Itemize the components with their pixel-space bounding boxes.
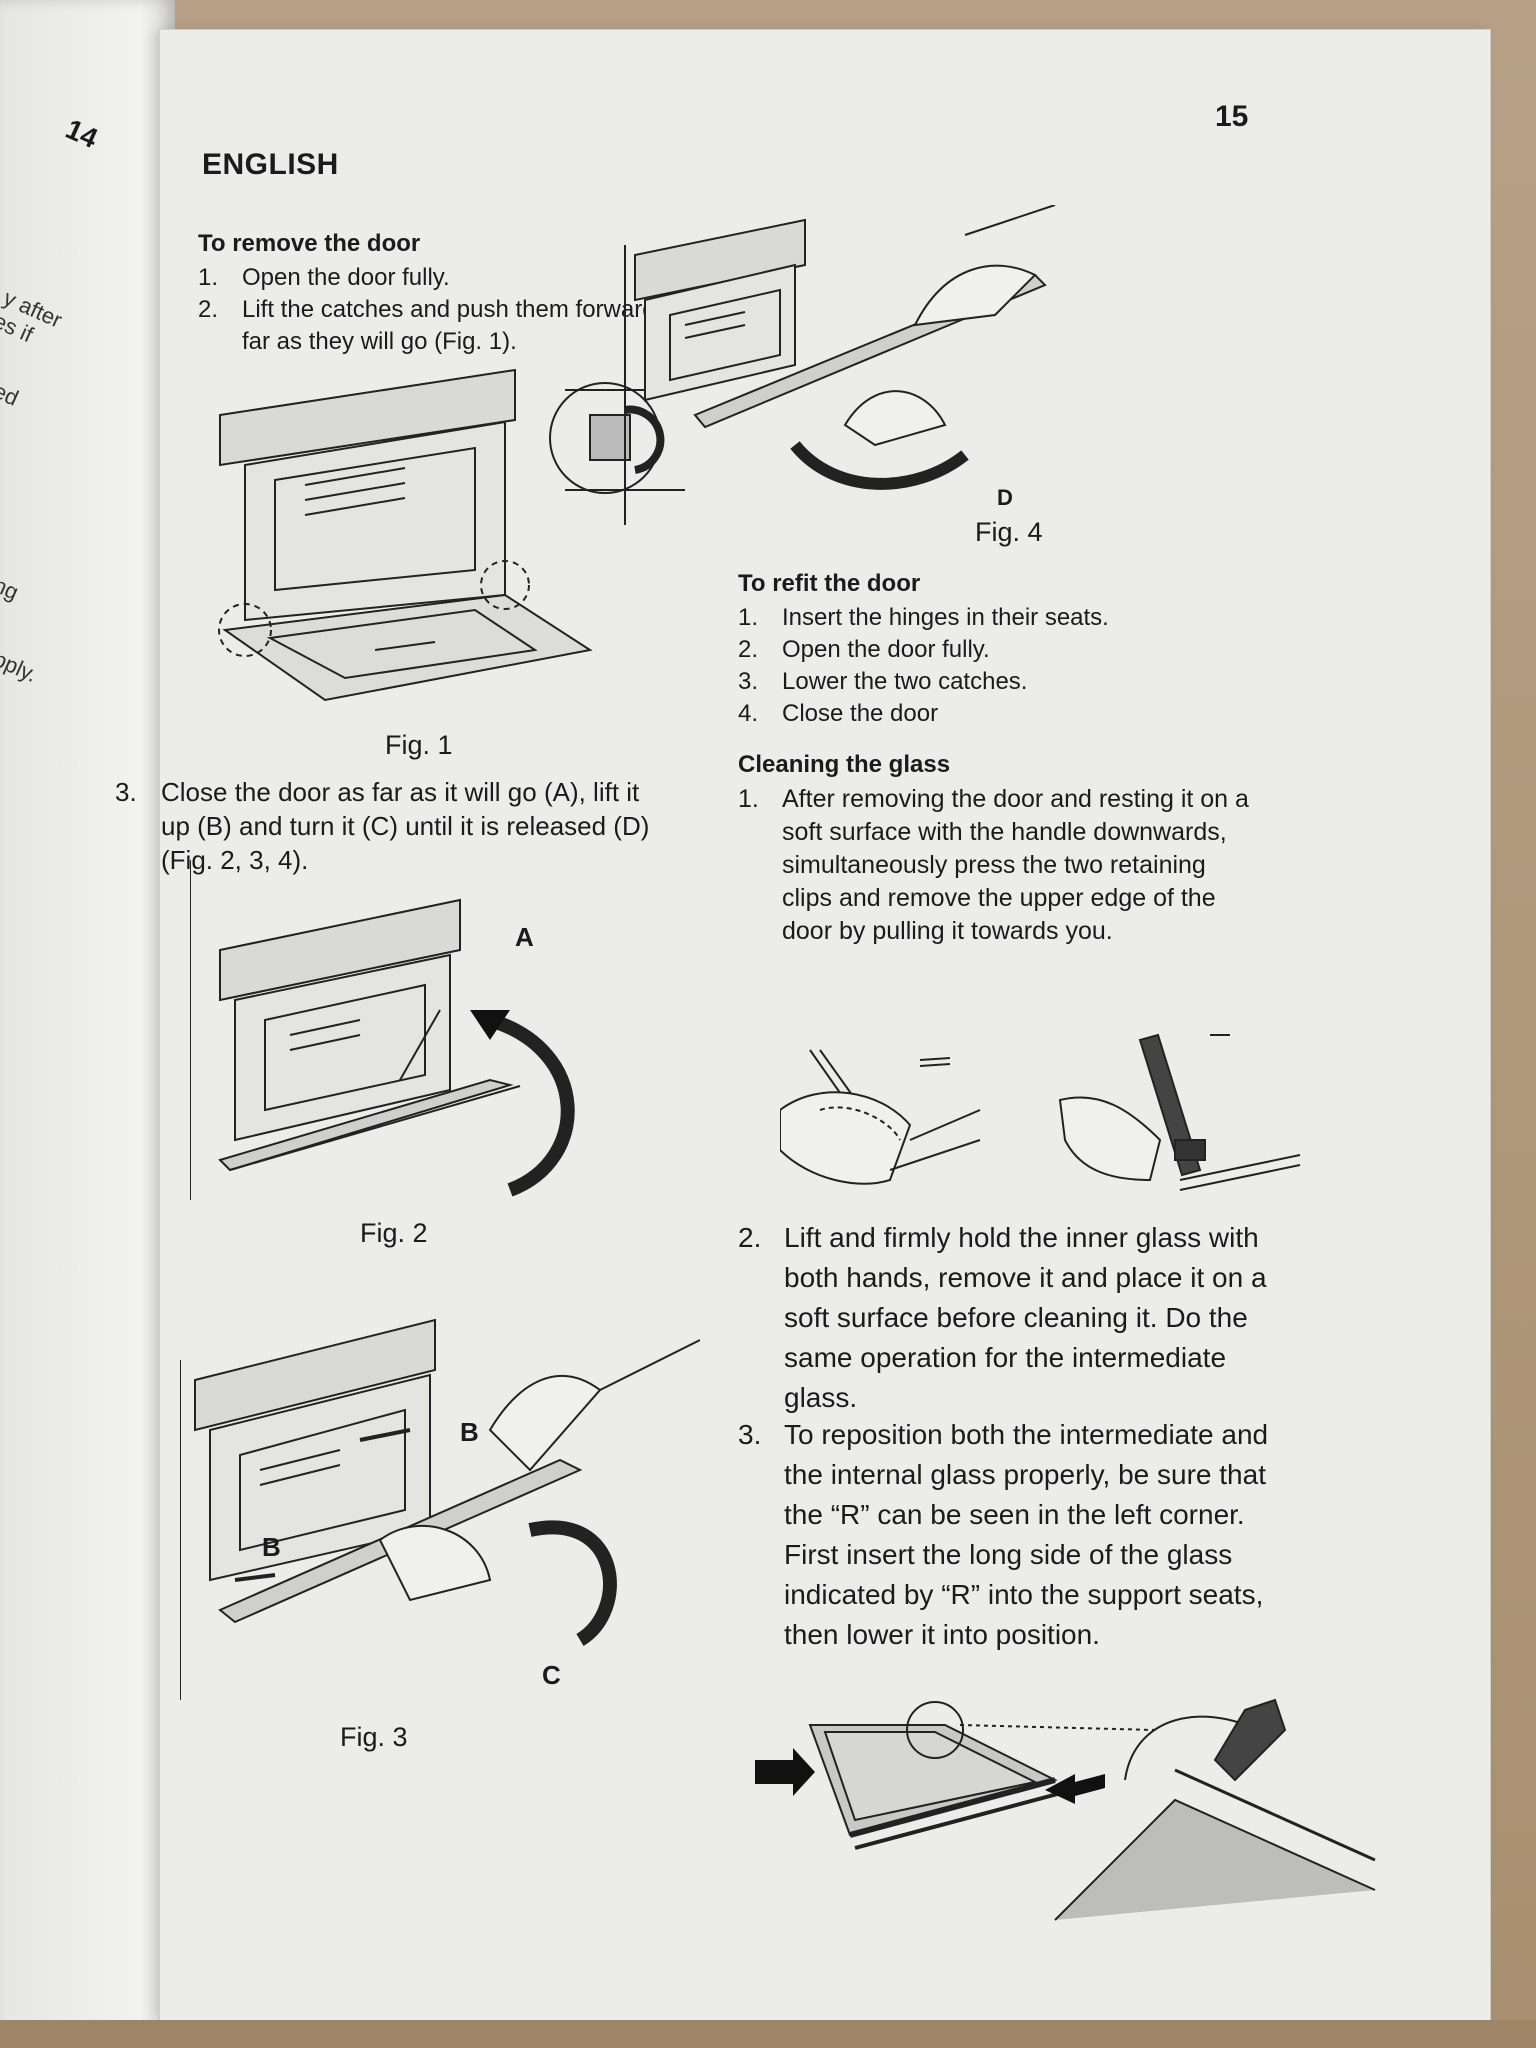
table-edge xyxy=(0,2020,1536,2048)
list-item: 1.After removing the door and resting it… xyxy=(738,785,1249,945)
left-fragment: pply. xyxy=(0,646,41,688)
cleaning-glass-title: Cleaning the glass xyxy=(738,751,951,778)
list-item: 2.Lift and firmly hold the inner glass w… xyxy=(738,1222,1267,1413)
left-page-number: 14 xyxy=(61,113,103,155)
page-number: 15 xyxy=(1215,100,1249,133)
remove-door-step-3: 3.Close the door as far as it will go (A… xyxy=(115,775,655,877)
manual-page: 15 ENGLISH To remove the door 1.Open the… xyxy=(115,30,1490,2020)
remove-door-section: To remove the door 1.Open the door fully… xyxy=(198,228,718,358)
fig2-caption: Fig. 2 xyxy=(360,1218,428,1248)
section-header: ENGLISH xyxy=(202,148,339,181)
refit-door-title: To refit the door xyxy=(738,570,921,597)
fig3-caption: Fig. 3 xyxy=(340,1722,408,1752)
list-item: 3.Close the door as far as it will go (A… xyxy=(115,777,650,875)
left-page: 14 y after es if ed ng pply. xyxy=(0,0,175,2048)
fig2-label-a: A xyxy=(515,922,534,952)
fig4-caption: Fig. 4 xyxy=(975,517,1043,547)
list-item: 1.Insert the hinges in their seats. xyxy=(738,604,1109,631)
fig1-caption: Fig. 1 xyxy=(385,730,453,760)
refit-door-section: To refit the door 1.Insert the hinges in… xyxy=(738,568,1298,730)
fig1-illustration xyxy=(205,360,685,730)
list-item: 3.Lower the two catches. xyxy=(738,668,1028,695)
fig4-label-d: D xyxy=(997,485,1013,510)
fig3-label-b-top: B xyxy=(460,1417,479,1447)
fig3-label-c: C xyxy=(542,1660,561,1690)
fig3-label-b-left: B xyxy=(262,1532,281,1562)
left-fragment: ed xyxy=(0,378,23,411)
glass-reposition-illustration xyxy=(755,1670,1385,1930)
cleaning-glass-step-2: 2.Lift and firmly hold the inner glass w… xyxy=(738,1218,1298,1418)
fig2-illustration xyxy=(190,860,630,1210)
cleaning-glass-section: Cleaning the glass 1.After removing the … xyxy=(738,748,1258,948)
list-item: 2.Open the door fully. xyxy=(738,636,990,663)
remove-door-title: To remove the door xyxy=(198,230,421,257)
list-item: 4.Close the door xyxy=(738,700,939,727)
fig4-illustration xyxy=(615,205,1085,525)
list-item: 3.To reposition both the intermediate an… xyxy=(738,1419,1269,1650)
list-item: 2.Lift the catches and push them forward… xyxy=(198,296,700,355)
left-fragment: ng xyxy=(0,572,23,605)
list-item: 1.Open the door fully. xyxy=(198,264,450,291)
fig3-illustration xyxy=(180,1280,700,1700)
cleaning-glass-step-3: 3.To reposition both the intermediate an… xyxy=(738,1415,1298,1655)
retaining-clips-illustration xyxy=(780,1030,1320,1200)
